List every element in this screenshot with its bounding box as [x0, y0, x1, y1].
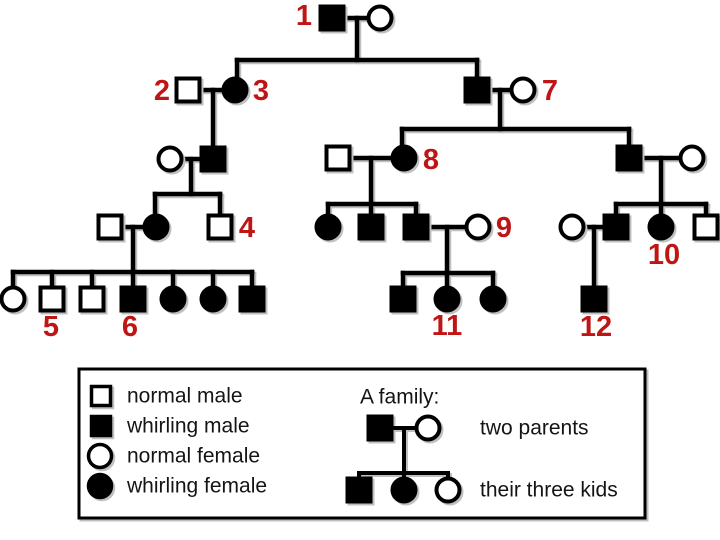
- legend-example-family: [345, 414, 462, 504]
- whirling-female-symbol: [314, 213, 342, 241]
- legend-family-heading: A family:: [360, 386, 439, 409]
- individual-number-label: 2: [154, 75, 170, 107]
- whirling-female-symbol: [390, 476, 418, 504]
- normal-female-symbol: [509, 76, 537, 104]
- individual-number-label: 6: [122, 311, 138, 343]
- whirling-female-symbol: [221, 76, 249, 104]
- individual-number-label: 1: [296, 0, 312, 32]
- whirling-female-symbol: [390, 144, 418, 172]
- legend-label-normal-female: normal female: [127, 445, 260, 468]
- normal-female-symbol: [414, 414, 442, 442]
- family-tree-symbols: [0, 4, 720, 313]
- individual-number-label: 8: [423, 144, 439, 176]
- whirling-female-icon: [86, 472, 114, 500]
- normal-male-symbol: [692, 213, 720, 241]
- normal-male-symbol: [206, 213, 234, 241]
- whirling-male-symbol: [199, 145, 227, 173]
- whirling-female-symbol: [433, 285, 461, 313]
- normal-male-symbol: [96, 213, 124, 241]
- whirling-male-icon: [89, 414, 113, 438]
- legend-caption-two-parents: two parents: [480, 417, 589, 440]
- whirling-male-symbol: [580, 285, 608, 313]
- whirling-female-symbol: [479, 285, 507, 313]
- individual-number-label: 4: [239, 212, 255, 244]
- whirling-male-symbol: [238, 285, 266, 313]
- legend-label-whirling-male: whirling male: [126, 415, 250, 438]
- normal-female-icon: [86, 442, 114, 470]
- legend-label-normal-male: normal male: [127, 385, 243, 408]
- legend-box: [77, 367, 647, 520]
- whirling-male-symbol: [463, 76, 491, 104]
- whirling-male-symbol: [318, 4, 346, 32]
- whirling-female-symbol: [159, 285, 187, 313]
- individual-number-label: 11: [432, 310, 463, 342]
- normal-female-symbol: [0, 285, 27, 313]
- normal-male-icon: [89, 384, 113, 408]
- individual-number-label: 12: [580, 311, 612, 343]
- individual-number-label: 5: [43, 311, 59, 343]
- whirling-female-symbol: [647, 213, 675, 241]
- normal-female-symbol: [678, 144, 706, 172]
- whirling-male-symbol: [366, 414, 394, 442]
- legend-label-whirling-female: whirling female: [126, 475, 267, 498]
- individual-number-label: 9: [496, 212, 512, 244]
- whirling-female-symbol: [142, 213, 170, 241]
- family-tree-lines: [10, 15, 709, 302]
- individual-number-label: 10: [648, 239, 680, 271]
- normal-female-symbol: [434, 476, 462, 504]
- normal-male-symbol: [38, 285, 66, 313]
- individual-number-label: 7: [542, 75, 558, 107]
- whirling-male-symbol: [615, 144, 643, 172]
- whirling-male-symbol: [389, 285, 417, 313]
- whirling-male-symbol: [119, 285, 147, 313]
- whirling-male-symbol: [345, 476, 373, 504]
- normal-female-symbol: [558, 213, 586, 241]
- normal-male-symbol: [324, 144, 352, 172]
- normal-female-symbol: [464, 213, 492, 241]
- normal-male-symbol: [174, 76, 202, 104]
- whirling-female-symbol: [199, 285, 227, 313]
- whirling-male-symbol: [602, 213, 630, 241]
- individual-number-label: 3: [253, 75, 269, 107]
- normal-male-symbol: [78, 285, 106, 313]
- normal-female-symbol: [156, 145, 184, 173]
- legend-key-symbols: [86, 384, 114, 500]
- legend-caption-three-kids: their three kids: [480, 479, 618, 502]
- whirling-male-symbol: [402, 213, 430, 241]
- normal-female-symbol: [366, 4, 394, 32]
- whirling-male-symbol: [357, 213, 385, 241]
